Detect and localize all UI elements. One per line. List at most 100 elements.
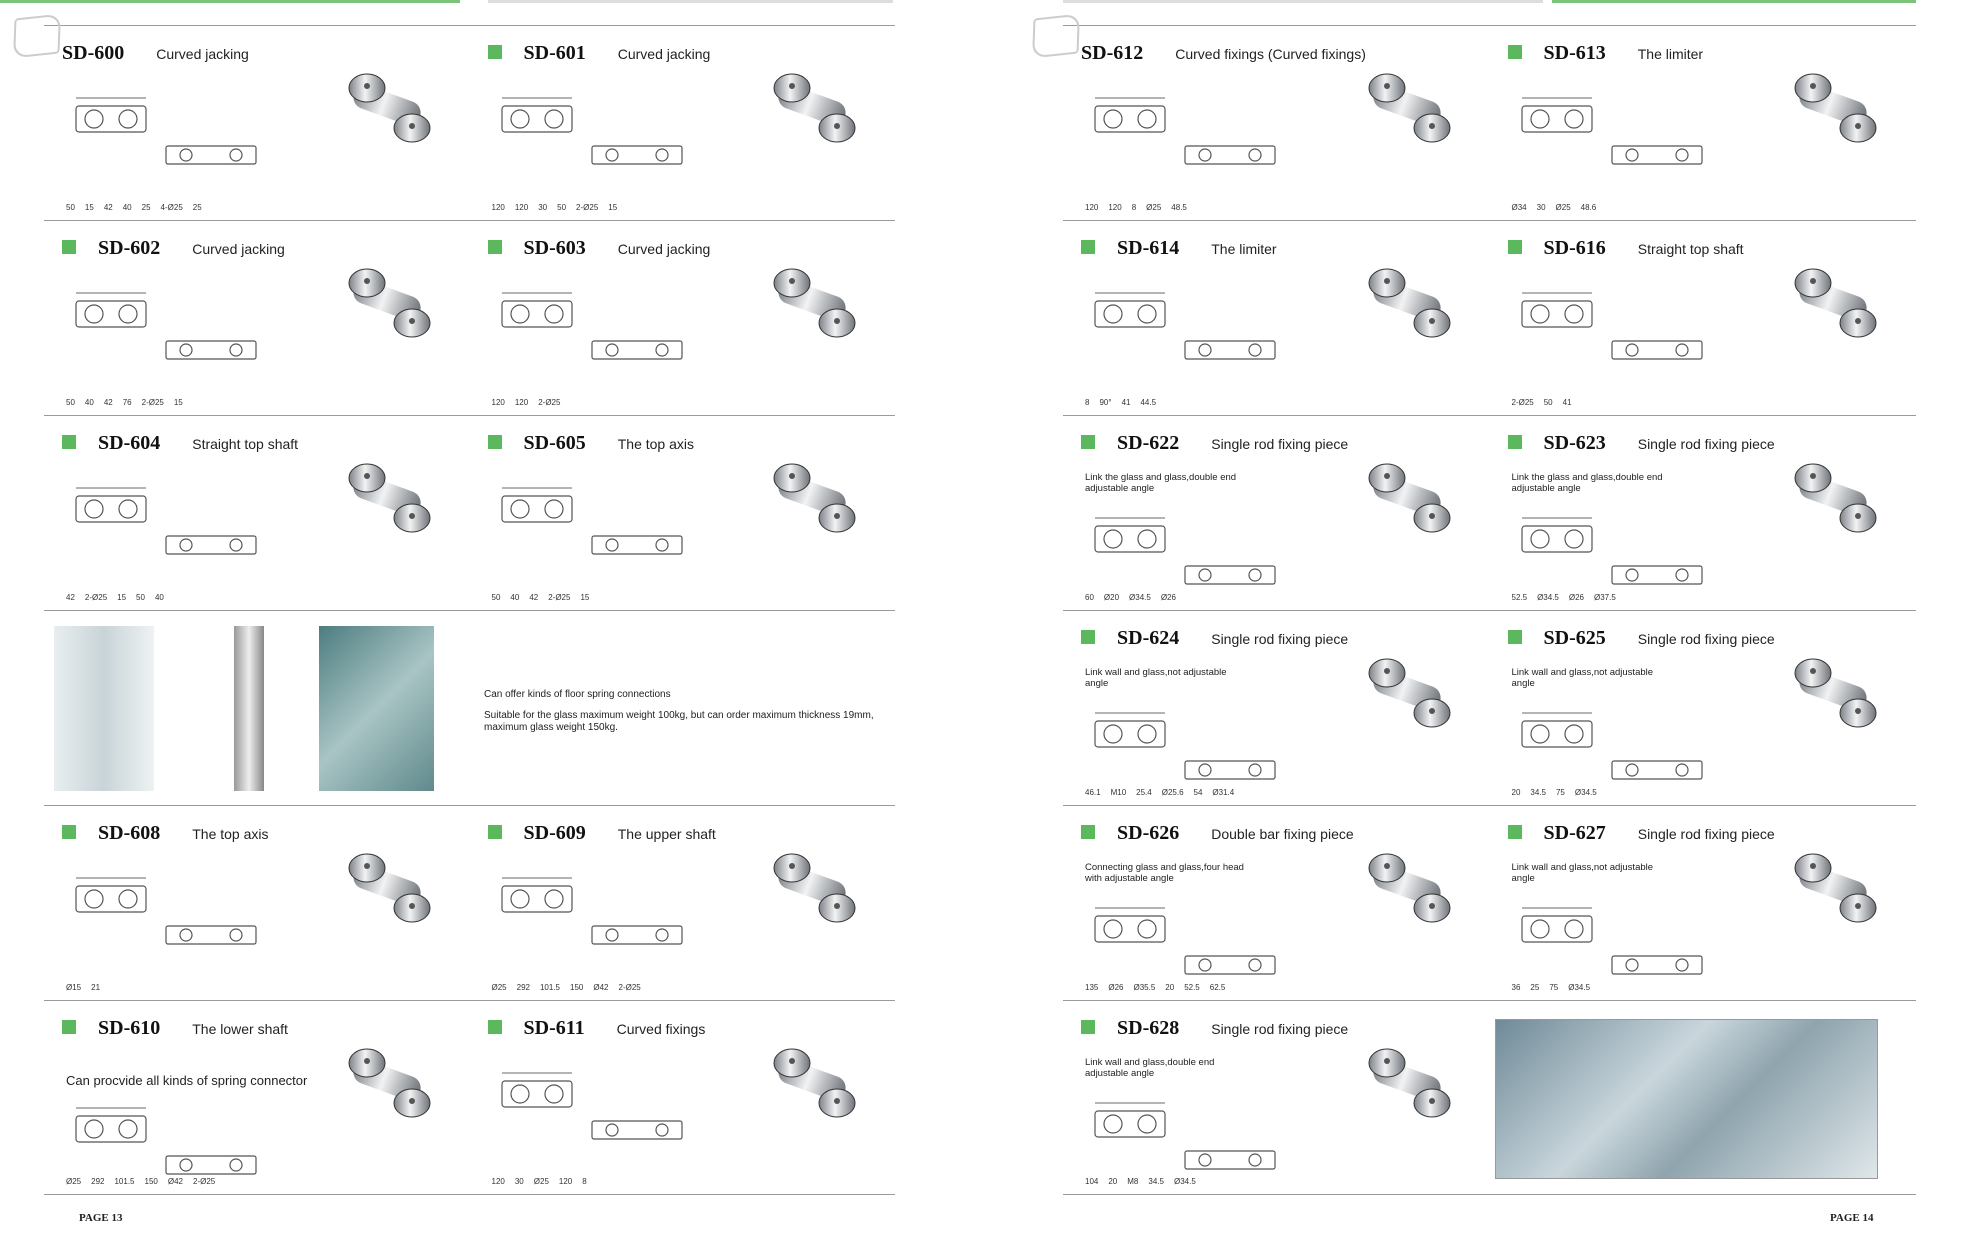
product-title: Curved jacking: [156, 46, 249, 62]
technical-drawing: [1085, 701, 1305, 826]
product-title: Single rod fixing piece: [1211, 1021, 1349, 1037]
dimension-label: 8: [582, 1177, 587, 1186]
product-title: The limiter: [1637, 46, 1704, 62]
product-code: SD-604: [98, 432, 161, 454]
product-title: Single rod fixing piece: [1211, 436, 1349, 452]
dimension-label: Ø34.5: [1574, 788, 1597, 797]
dimension-label: 48.5: [1171, 203, 1187, 212]
dimension-label: Ø25: [533, 1177, 549, 1186]
installed-connector-photo: [319, 626, 434, 791]
floor-spring-line: Can offer kinds of floor spring connecti…: [484, 689, 671, 700]
product-description: Link wall and glass,not adjustable angle: [1511, 862, 1654, 885]
product-header: SD-612 Curved fixings (Curved fixings): [1081, 42, 1366, 65]
green-square-icon: [1507, 825, 1522, 839]
dimension-label: 44.5: [1140, 398, 1157, 407]
dimension-label: 292: [91, 1177, 105, 1186]
dimension-label: Ø34.5: [1537, 593, 1559, 602]
product-photo: [1342, 1023, 1472, 1173]
technical-drawing: [492, 866, 712, 991]
product-photo: [1768, 48, 1898, 198]
product-photo: [1768, 438, 1898, 588]
dimension-label: Ø15: [66, 983, 82, 992]
dimension-label: 15: [608, 203, 618, 212]
product-code: SD-601: [523, 42, 586, 64]
product-code: SD-624: [1117, 627, 1180, 649]
dimension-label: M10: [1110, 788, 1127, 797]
dimension-label: 25: [1530, 983, 1540, 992]
dimension-label: Ø25.6: [1161, 788, 1184, 797]
closeup-photo: [1494, 1019, 1878, 1179]
dimension-label: 150: [144, 1177, 158, 1186]
technical-drawing: [66, 476, 286, 601]
green-square-icon: [1081, 435, 1095, 449]
technical-drawing: [1512, 86, 1732, 211]
product-code: SD-612: [1081, 42, 1144, 64]
page-corner-icon: [1032, 13, 1080, 59]
floor-spring-line: Suitable for the glass maximum weight 10…: [484, 709, 874, 734]
dimension-label: M8: [1127, 1177, 1139, 1186]
green-square-icon: [62, 1020, 76, 1034]
product-cell: SD-612 Curved fixings (Curved fixings) 120…: [1032, 13, 1490, 220]
dimension-label: 120: [1108, 203, 1122, 212]
dimension-label: 120: [491, 398, 505, 407]
product-photo: [322, 828, 452, 978]
technical-drawing: [1085, 281, 1305, 406]
dimension-label: 25.4: [1136, 788, 1152, 797]
dimension-label: 20: [1165, 983, 1175, 992]
product-photo: [747, 243, 877, 393]
dimension-label: 34.5: [1530, 788, 1546, 797]
dimension-label: 42: [103, 203, 113, 212]
technical-drawing: [66, 281, 286, 406]
dimension-label: 2-Ø25: [1511, 398, 1534, 407]
product-code: SD-616: [1543, 237, 1606, 259]
dimension-label: 50: [66, 203, 75, 212]
technical-drawing: [1512, 701, 1732, 826]
product-photo: [322, 1023, 452, 1173]
dimension-label: 30: [1536, 203, 1546, 212]
dimension-label: 41: [1562, 398, 1572, 407]
technical-drawing: [66, 1096, 286, 1221]
product-code: SD-623: [1543, 432, 1606, 454]
product-code: SD-603: [523, 237, 586, 259]
dimension-label: 75: [1555, 788, 1565, 797]
dimension-label: 36: [1511, 983, 1521, 992]
product-code: SD-605: [523, 432, 586, 454]
green-square-icon: [487, 240, 502, 254]
product-code: SD-628: [1117, 1017, 1180, 1039]
product-closeup-photo: [1490, 1001, 1917, 1194]
catalog-row: Can offer kinds of floor spring connecti…: [44, 610, 895, 805]
product-title: Curved jacking: [617, 46, 711, 62]
product-title: Curved fixings (Curved fixings): [1175, 46, 1366, 62]
dimension-label: Ø37.5: [1594, 593, 1616, 602]
green-square-icon: [62, 240, 76, 254]
product-photo: [1342, 633, 1472, 783]
green-square-icon: [1507, 435, 1522, 449]
dimension-label: Ø31.4: [1212, 788, 1235, 797]
dimension-label: 50: [136, 593, 145, 602]
